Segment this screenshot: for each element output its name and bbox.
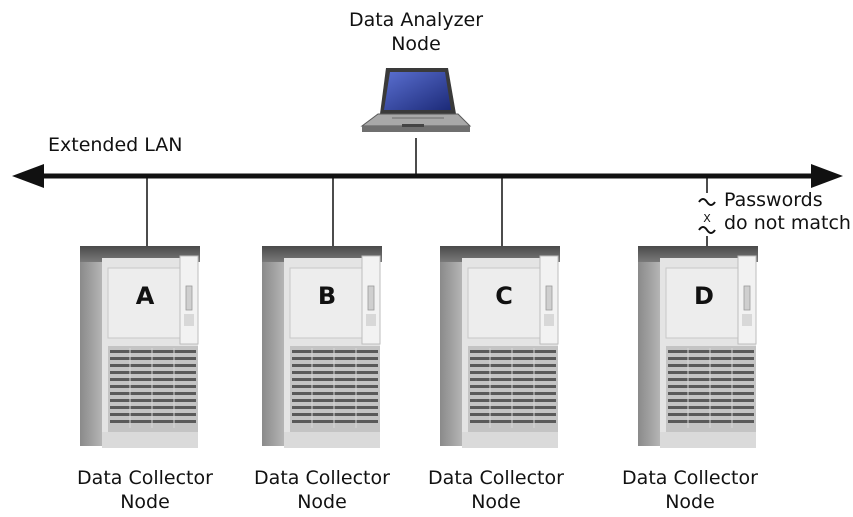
link-break-tilde-upper [698,198,716,206]
collector-a-label: Data Collector Node [77,466,213,514]
collector-d-letter: D [694,282,714,310]
collector-c-label-line1: Data Collector [428,467,564,489]
password-mismatch-line1: Passwords [724,189,823,211]
server-d-icon [637,245,759,449]
server-a-icon [79,245,201,449]
collector-b-label-line2: Node [297,491,347,513]
link-break-x-mark: X [703,212,711,225]
collector-d-label-line1: Data Collector [622,467,758,489]
collector-a-letter: A [136,282,155,310]
link-break-tilde-lower [698,226,716,234]
collector-d-label-line2: Node [665,491,715,513]
collector-b-letter: B [318,282,336,310]
lan-left-arrowhead [12,164,44,188]
collector-d-label: Data Collector Node [622,466,758,514]
server-b-icon [261,245,383,449]
collector-c-label-line2: Node [471,491,521,513]
collector-c-label: Data Collector Node [428,466,564,514]
collector-c-letter: C [495,282,513,310]
analyzer-label: Data Analyzer Node [349,8,483,56]
analyzer-label-line2: Node [391,33,441,55]
collector-a-label-line1: Data Collector [77,467,213,489]
collector-b-label-line1: Data Collector [254,467,390,489]
analyzer-label-line1: Data Analyzer [348,9,484,31]
password-mismatch-line2: do not match [724,212,851,234]
laptop-icon [360,68,472,132]
lan-label: Extended LAN [48,134,183,156]
collector-a-label-line2: Node [120,491,170,513]
collector-b-label: Data Collector Node [254,466,390,514]
server-c-icon [439,245,561,449]
lan-right-arrowhead [811,164,843,188]
